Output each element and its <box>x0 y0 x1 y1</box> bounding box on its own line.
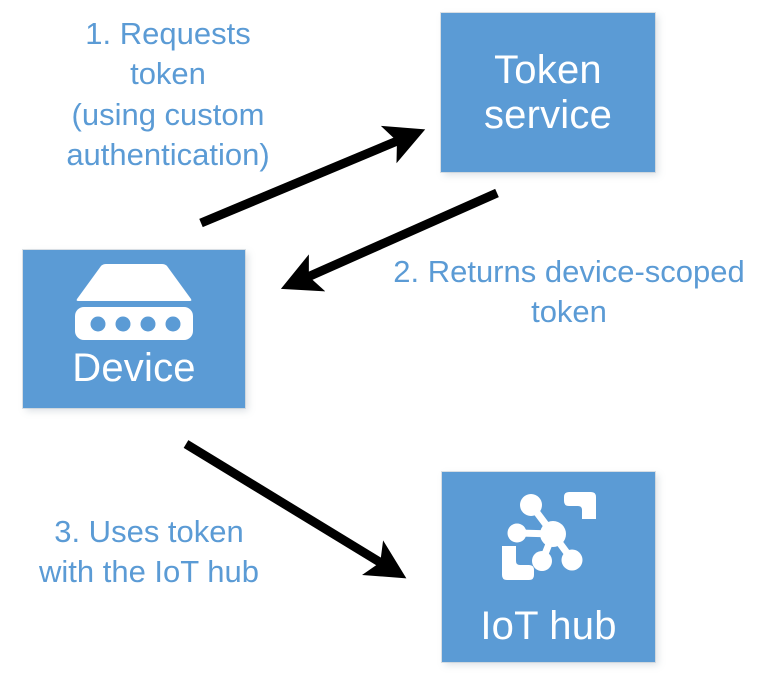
step-2-caption: 2. Returns device-scoped token <box>393 254 745 330</box>
node-token-service-label: Token service <box>483 47 613 137</box>
node-iot-hub-label: IoT hub <box>480 604 617 648</box>
node-iot-hub[interactable]: IoT hub <box>442 472 655 662</box>
node-token-service[interactable]: Token service <box>441 13 655 172</box>
device-icon <box>72 264 196 340</box>
iot-hub-network-icon <box>497 484 601 588</box>
node-device-label: Device <box>72 346 196 390</box>
node-device[interactable]: Device <box>23 250 245 408</box>
step-1-caption: 1. Requests token (using custom authenti… <box>66 16 270 172</box>
step-3-caption: 3. Uses token with the IoT hub <box>38 514 259 590</box>
